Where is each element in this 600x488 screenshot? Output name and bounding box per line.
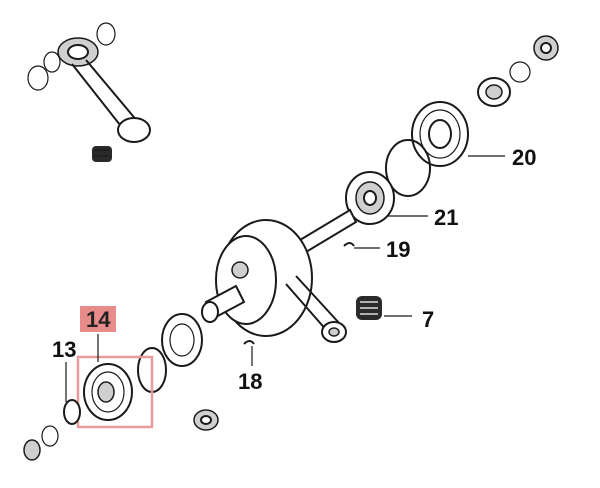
circlip [385, 139, 431, 197]
top-right-parts [477, 35, 559, 107]
washer-top-left [27, 65, 49, 91]
washer-top [96, 22, 116, 46]
nut-bottom-left [23, 439, 41, 461]
part-14-bearing [76, 334, 154, 429]
washer-right [509, 61, 531, 83]
callout-19: 19 [386, 237, 411, 262]
callout-20: 20 [512, 145, 537, 170]
rod-shank [71, 59, 139, 131]
callout-14: 14 [80, 306, 117, 332]
part-7-needle-bearing [356, 296, 412, 320]
highlight-box-14 [76, 355, 154, 429]
washer-top-left-2 [43, 51, 61, 73]
part-13-spacer [63, 362, 81, 425]
part-21-seal [345, 171, 428, 225]
washer-bottom-left [41, 425, 59, 447]
callout-18: 18 [238, 369, 263, 394]
callout-21: 21 [434, 205, 459, 230]
part-19-key [343, 242, 380, 249]
part-18-key [243, 340, 255, 366]
connecting-rod-top [27, 22, 151, 162]
crank-conrod [285, 275, 341, 333]
callout-13: 13 [52, 337, 77, 362]
left-seal [161, 313, 203, 367]
crankshaft [201, 208, 358, 343]
needle-bearing-top [92, 146, 112, 162]
part-20-bearing [411, 101, 505, 167]
callout-7: 7 [422, 307, 435, 332]
rod-big-end [117, 117, 151, 143]
